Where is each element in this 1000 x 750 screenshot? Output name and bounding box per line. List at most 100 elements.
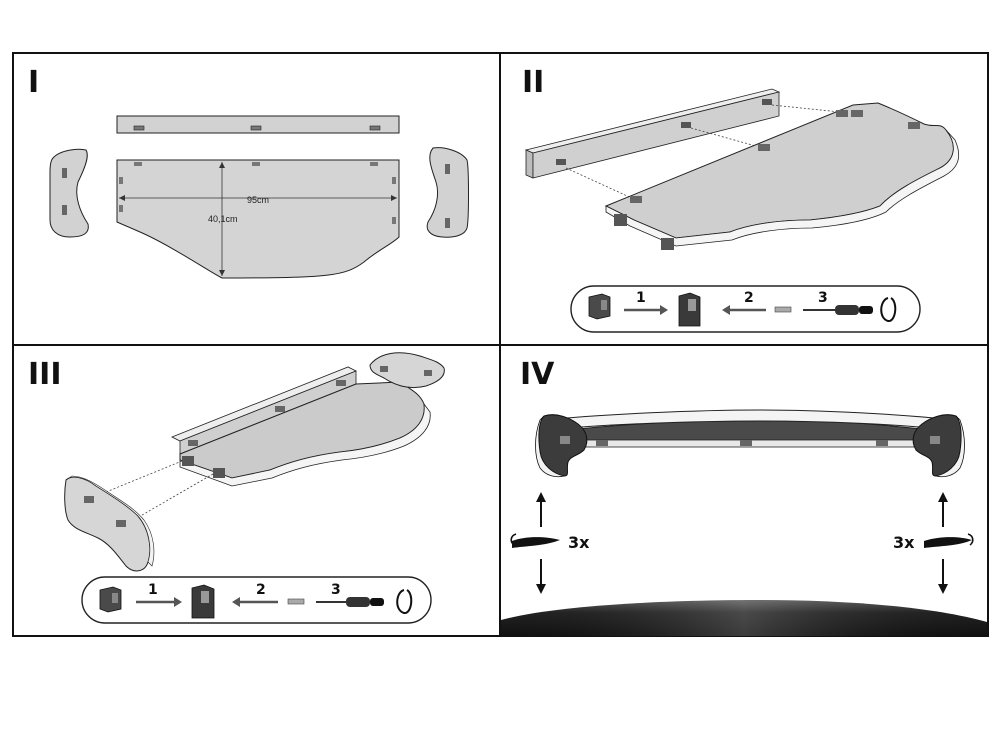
plate-clip bbox=[336, 380, 346, 386]
rail-clip bbox=[740, 440, 752, 446]
width-arrow-left bbox=[119, 195, 125, 201]
bracket-clip bbox=[116, 520, 126, 527]
shelf-plate-part bbox=[116, 159, 400, 279]
screwdriver-icon bbox=[803, 305, 873, 315]
rail-clip bbox=[762, 99, 772, 105]
step-1-label: 1 bbox=[148, 582, 158, 598]
panel-4: IV 3x 3x bbox=[501, 357, 987, 636]
rotate-icon bbox=[924, 537, 972, 548]
plate-clip bbox=[836, 110, 848, 117]
rail-clip bbox=[681, 122, 691, 128]
width-arrow-right bbox=[391, 195, 397, 201]
down-arrowhead bbox=[536, 584, 546, 594]
rail-front-face bbox=[525, 149, 534, 179]
depth-dimension-label: 40,1cm bbox=[208, 214, 238, 224]
bracket-clip bbox=[445, 218, 450, 228]
step-1-arrowhead bbox=[174, 597, 182, 607]
screw-icon bbox=[287, 598, 305, 605]
depth-arrow-bottom bbox=[219, 270, 225, 276]
clip-open-highlight bbox=[601, 300, 607, 310]
plate-clip bbox=[392, 217, 396, 224]
left-bracket-edge bbox=[65, 475, 155, 567]
panel-2-label: II bbox=[522, 65, 544, 100]
repeat-count-right: 3x bbox=[893, 533, 915, 552]
plate-clip bbox=[134, 162, 142, 166]
instruction-strip bbox=[81, 576, 432, 624]
shelf-plate-edge bbox=[605, 129, 960, 247]
guide-line bbox=[129, 473, 214, 523]
bracket-clip bbox=[930, 436, 940, 444]
rail-clip bbox=[133, 125, 145, 131]
rotate-icon bbox=[396, 589, 413, 614]
panel-2: II 1 2 3 bbox=[522, 65, 960, 333]
clip-closed-highlight bbox=[201, 591, 209, 603]
up-arrowhead bbox=[536, 492, 546, 502]
left-bracket-part bbox=[49, 148, 89, 238]
plate-clip bbox=[392, 177, 396, 184]
bracket-clip bbox=[560, 436, 570, 444]
panel-4-label: IV bbox=[520, 357, 555, 392]
rail-clip bbox=[876, 440, 888, 446]
bracket-clip bbox=[445, 164, 450, 174]
right-bracket-part bbox=[426, 147, 469, 238]
screwdriver-icon bbox=[316, 597, 384, 607]
panel-3: III 1 2 3 bbox=[28, 352, 445, 624]
plate-clip-below bbox=[182, 456, 194, 466]
plate-clip bbox=[630, 196, 642, 203]
plate-clip bbox=[188, 440, 198, 446]
back-rail-part bbox=[116, 115, 400, 134]
rotate-icon bbox=[967, 533, 974, 546]
step-2-arrowhead bbox=[232, 597, 240, 607]
plate-clip bbox=[370, 162, 378, 166]
repeat-count-left: 3x bbox=[568, 533, 590, 552]
width-dimension-label: 95cm bbox=[247, 195, 269, 205]
step-1-arrowhead bbox=[660, 305, 668, 315]
guide-line bbox=[105, 460, 183, 493]
step-2-label: 2 bbox=[744, 290, 754, 306]
rail-clip bbox=[556, 159, 566, 165]
bracket-clip bbox=[380, 366, 388, 372]
bracket-clip bbox=[84, 496, 94, 503]
clip-closed-highlight bbox=[688, 299, 696, 311]
guide-line bbox=[690, 127, 764, 149]
rotate-icon bbox=[512, 537, 560, 548]
screw-icon bbox=[774, 306, 792, 313]
rotate-icon bbox=[510, 533, 517, 546]
shelf-plate-edge bbox=[179, 403, 431, 487]
guide-line bbox=[565, 167, 637, 201]
bracket-clip bbox=[424, 370, 432, 376]
plate-clip bbox=[758, 144, 770, 151]
depth-arrow-top bbox=[219, 162, 225, 168]
plate-clip bbox=[275, 406, 285, 412]
right-bracket-part bbox=[369, 352, 445, 389]
plate-clip-below bbox=[614, 214, 627, 226]
step-3-label: 3 bbox=[818, 290, 828, 306]
right-bracket-edge bbox=[935, 415, 965, 478]
panel-1: I 95cm 40,1cm bbox=[28, 65, 469, 279]
bracket-clip bbox=[62, 205, 67, 215]
step-2-arrowhead bbox=[722, 305, 730, 315]
plate-clip bbox=[119, 205, 123, 212]
plate-clip bbox=[119, 177, 123, 184]
clip-open-highlight bbox=[112, 593, 118, 603]
plate-clip bbox=[908, 122, 920, 129]
down-arrowhead bbox=[938, 584, 948, 594]
rail-clip bbox=[596, 440, 608, 446]
dashboard-highlight bbox=[501, 600, 987, 636]
plate-clip bbox=[252, 162, 260, 166]
step-2-label: 2 bbox=[256, 582, 266, 598]
plate-clip-below bbox=[661, 238, 674, 250]
rail-clip bbox=[250, 125, 262, 131]
up-arrowhead bbox=[938, 492, 948, 502]
step-3-label: 3 bbox=[331, 582, 341, 598]
rotate-icon bbox=[880, 297, 897, 322]
panel-1-label: I bbox=[28, 65, 39, 100]
plate-clip-below bbox=[213, 468, 225, 478]
left-bracket-edge bbox=[535, 415, 565, 478]
plate-clip bbox=[851, 110, 863, 117]
guide-line bbox=[771, 104, 841, 113]
bracket-clip bbox=[62, 168, 67, 178]
step-1-label: 1 bbox=[636, 290, 646, 306]
rail-side-face bbox=[532, 91, 780, 179]
